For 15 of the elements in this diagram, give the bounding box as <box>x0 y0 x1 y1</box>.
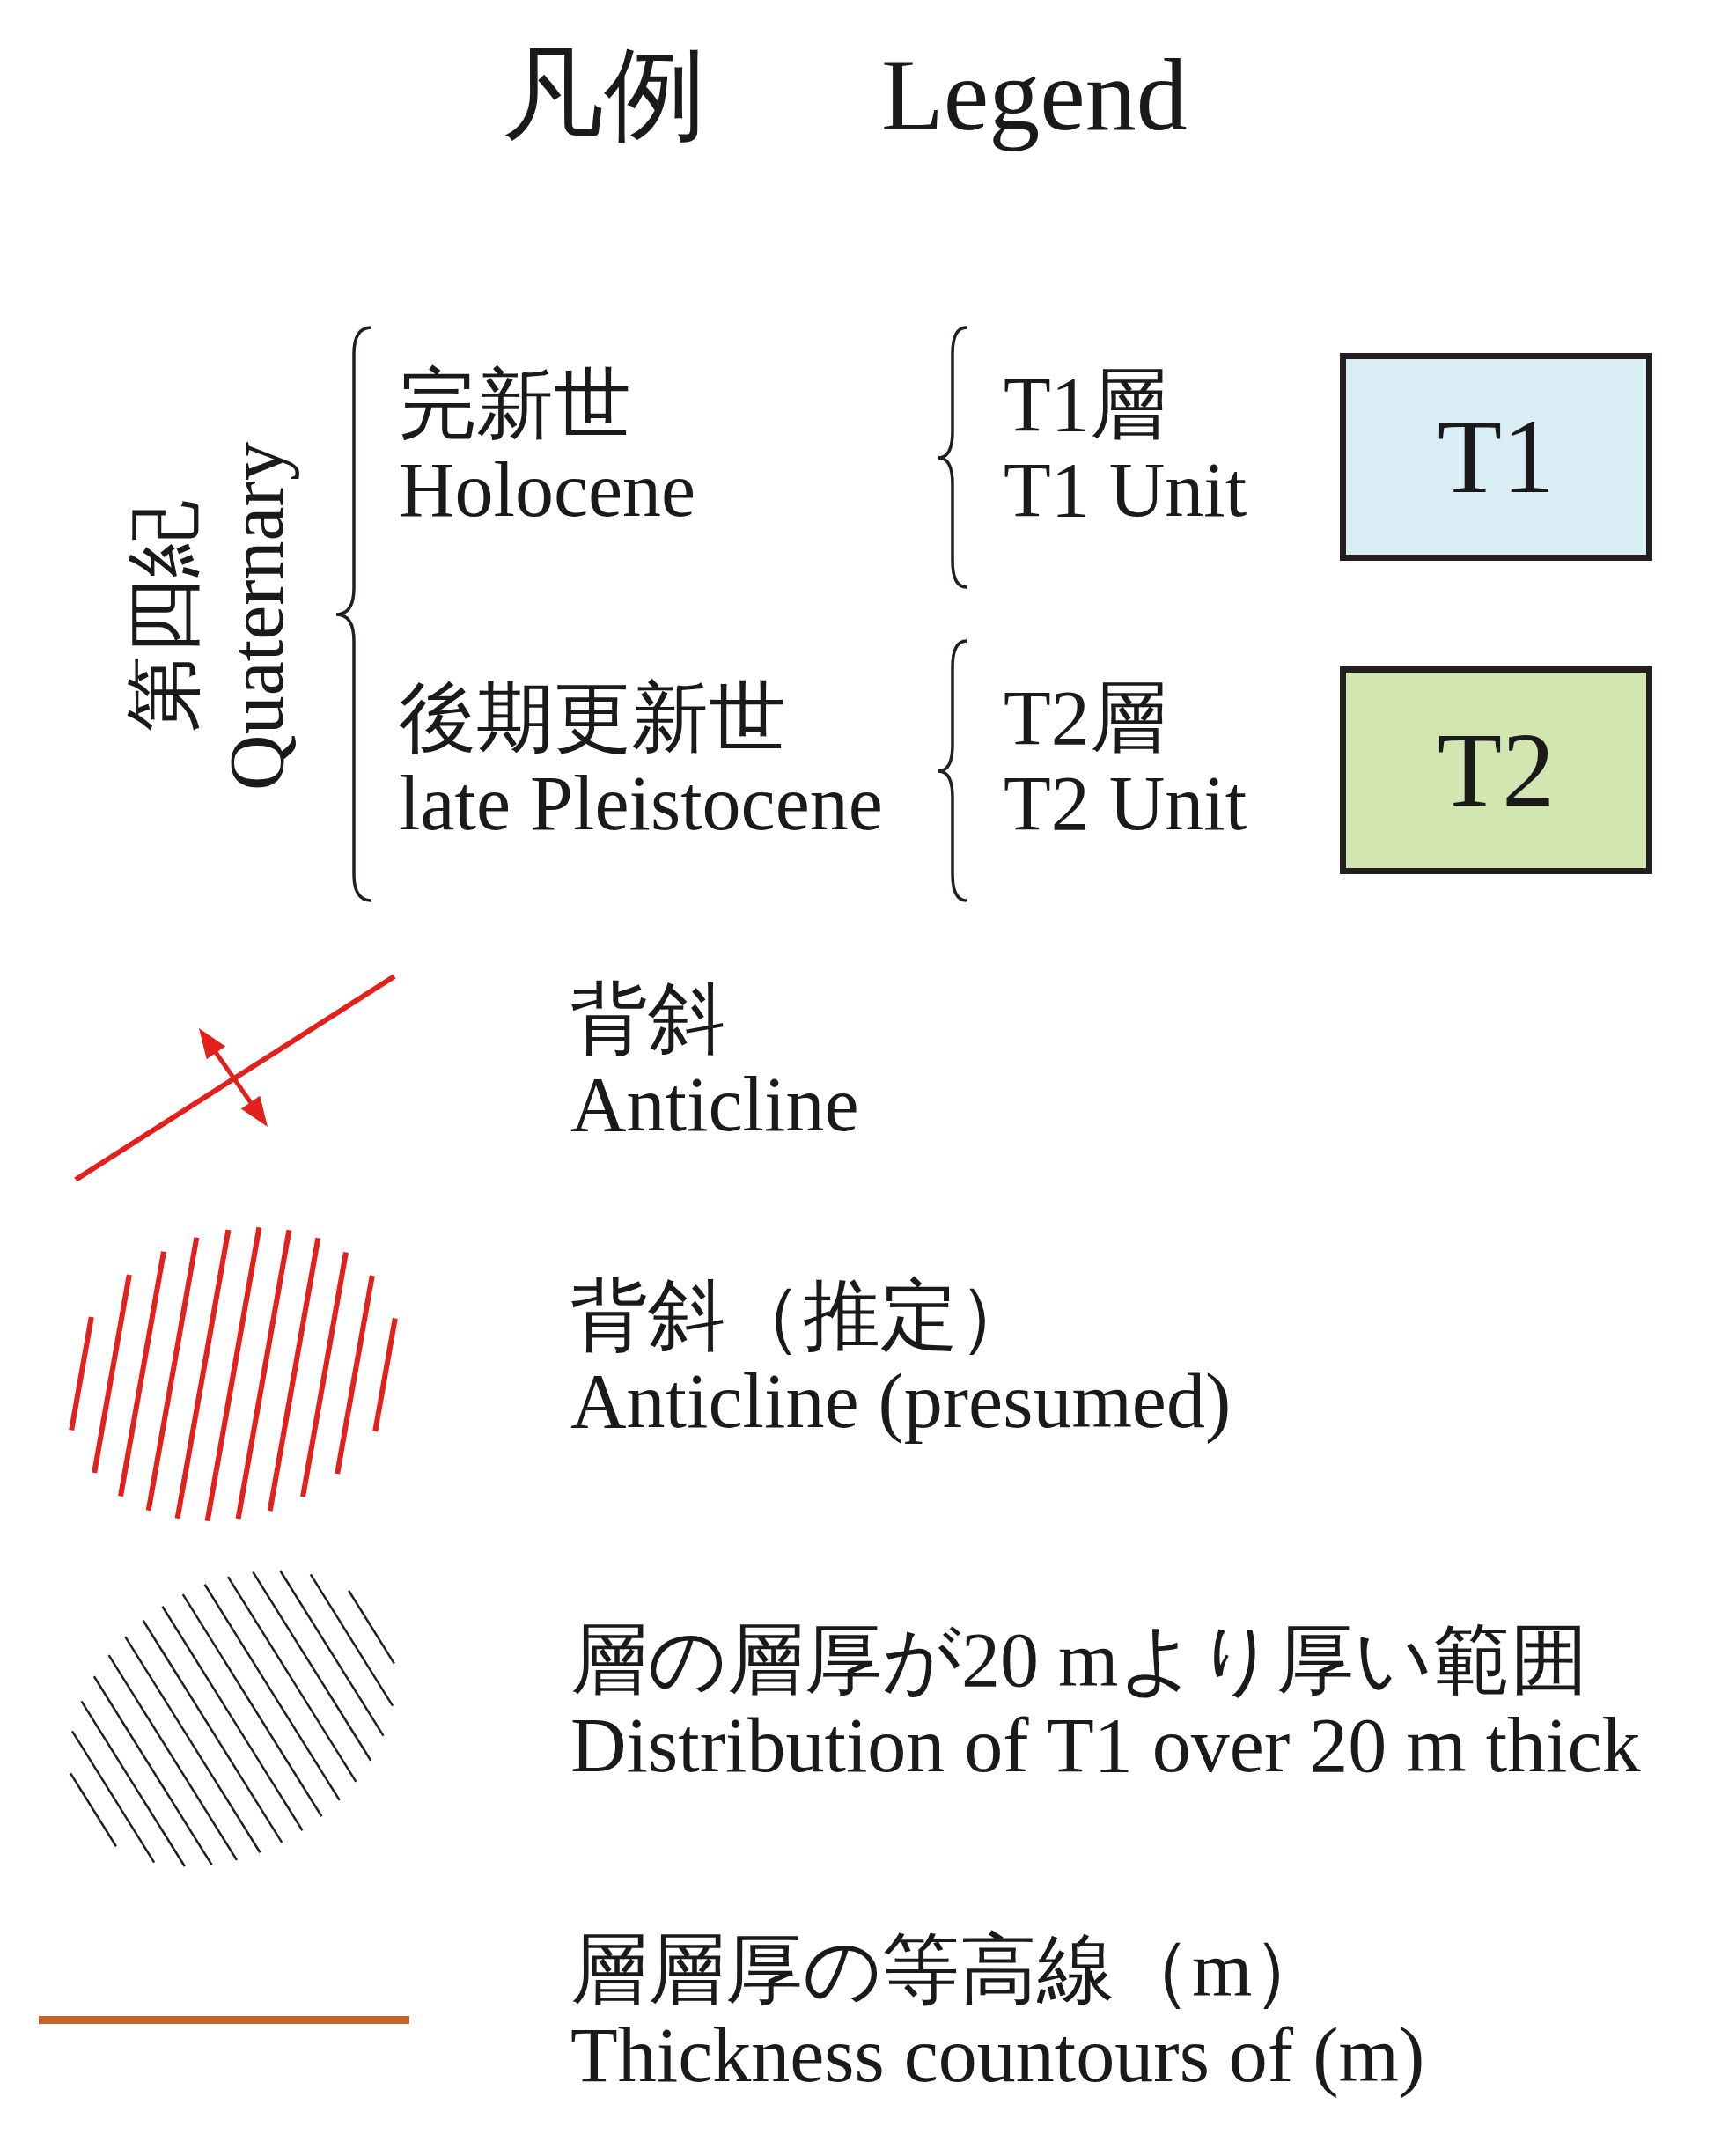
epoch-label: late Pleistocene <box>399 762 883 847</box>
legend-text: 層の層厚が20 mより厚い範囲 Distribution of T1 over 20 m thick <box>570 1617 1641 1788</box>
unit-code: T1 <box>1437 397 1556 517</box>
legend-text: 背斜 Anticline <box>570 976 859 1147</box>
legend-text: 背斜（推定） Anticline (presumed) <box>570 1273 1232 1444</box>
period-label: 第四紀 <box>126 500 203 732</box>
unit-code: T2 <box>1437 710 1556 830</box>
legend-title: 凡例 Legend <box>502 38 1188 153</box>
epoch-label: 完新世 <box>399 363 631 448</box>
epoch-label: 後期更新世 <box>399 676 786 762</box>
period-label: Quaternary <box>213 442 301 791</box>
legend-text: 層層厚の等高線（m） Thickness countours of (m) <box>570 1927 1425 2098</box>
legend-text: T1層 T1 Unit <box>1004 362 1247 533</box>
epoch-label: Holocene <box>399 448 696 533</box>
legend-text: T2層 T2 Unit <box>1004 675 1247 846</box>
